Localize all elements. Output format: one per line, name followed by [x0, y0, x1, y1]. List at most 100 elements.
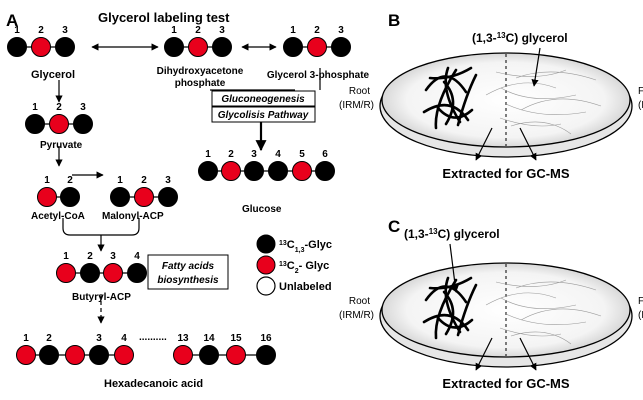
glycerol-atom [31, 37, 51, 57]
panel-letter-c: C [388, 217, 400, 236]
hexadecanoic-atom-number: 2 [46, 333, 52, 344]
panel-letter-a: A [6, 11, 18, 30]
acetyl-coa-atom [60, 187, 80, 207]
root-compartment-label: (IRM/R) [339, 310, 374, 321]
dhap-label-line2: phosphate [175, 78, 226, 89]
extraction-arrow-fungal [519, 337, 537, 371]
glucose-atom [221, 161, 241, 181]
glycerol-addition-arrow [449, 243, 459, 293]
glycerol-addition-label: (1,3-13C) glycerol [472, 31, 568, 46]
glucose-atom [244, 161, 264, 181]
butyryl-acp-label: Butyryl-ACP [72, 292, 131, 303]
fatty-acids-line2: biosynthesis [157, 275, 219, 286]
butyryl-acp-atom-number: 1 [63, 251, 69, 262]
gluconeogenesis-box [211, 90, 316, 107]
root-label: Root [349, 86, 370, 97]
fungal-hyphae [485, 279, 602, 345]
extracted-label: Extracted for GC-MS [442, 376, 569, 391]
acetyl-coa-atom-number: 2 [67, 175, 73, 186]
extraction-arrow-root [475, 337, 493, 371]
petri-dish-b: Root(IRM/R)Fungal(ERM)(1,3-13C) glycerol… [339, 31, 643, 182]
extracted-label: Extracted for GC-MS [442, 166, 569, 181]
g3p-atom-number: 2 [314, 25, 320, 36]
g3p-atom [283, 37, 303, 57]
glucose-atom-number: 5 [299, 149, 305, 160]
glycerol-chain: 1 2 3 [7, 25, 75, 57]
butyryl-acp-atom [103, 263, 123, 283]
malonyl-acp-atom-number: 3 [165, 175, 171, 186]
glycerol-atom-number: 2 [38, 25, 44, 36]
g3p-atom-number: 1 [290, 25, 296, 36]
pyruvate-atom-number: 1 [32, 102, 38, 113]
petri-dish-c: Root (IRM/R) Fungal (ERM) (1,3-13C) glycerol… [339, 227, 643, 392]
butyryl-acp-atom-number: 3 [110, 251, 116, 262]
dhap-atom [164, 37, 184, 57]
malonyl-acp-atom-number: 2 [141, 175, 147, 186]
glycerol-atom [55, 37, 75, 57]
dhap-label-line1: Dihydroxyacetone [157, 66, 244, 77]
glucose-atom-number: 4 [275, 149, 281, 160]
glycerol-atom [7, 37, 27, 57]
g3p-atom [331, 37, 351, 57]
glycerol-addition-label: (1,3-13C) glycerol [404, 227, 500, 242]
pyruvate-atom [25, 114, 45, 134]
glycerol-atom-number: 3 [62, 25, 68, 36]
hexadecanoic-atom [173, 345, 193, 365]
glycerol-atom-number: 1 [14, 25, 20, 36]
hexadecanoic-atom [226, 345, 246, 365]
panel-letter-b: B [388, 11, 400, 30]
hexadecanoic-atom [114, 345, 134, 365]
hexadecanoic-atom-number: 1 [23, 333, 29, 344]
glycerol-label: Glycerol [31, 69, 75, 81]
pyruvate-atom [73, 114, 93, 134]
legend-c13-swatch [256, 234, 276, 254]
legend-c13-label: 13C1,3-Glyc [279, 239, 332, 254]
root-label: Root [349, 296, 370, 307]
pyruvate-atom-number: 3 [80, 102, 86, 113]
fungal-label: Fungal [638, 296, 643, 307]
acetyl-coa-atom [37, 187, 57, 207]
fungal-hyphae [485, 69, 602, 135]
glycolysis-label: Glycolisis Pathway [218, 110, 309, 121]
glucose-atom [268, 161, 288, 181]
fungal-compartment-label: (ERM) [638, 100, 643, 111]
hexadecanoic-atom-number: 3 [96, 333, 102, 344]
hexadecanoic-atom [39, 345, 59, 365]
g3p-label: Glycerol 3-phosphate [267, 70, 370, 81]
glucose-atom-number: 1 [205, 149, 211, 160]
hexadecanoic-atom-number: 14 [203, 333, 215, 344]
dhap-atom [188, 37, 208, 57]
hexadecanoic-atom [16, 345, 36, 365]
diagram-title: Glycerol labeling test [98, 10, 230, 25]
root-compartment-label: (IRM/R) [339, 100, 374, 111]
dhap-atom-number: 3 [219, 25, 225, 36]
hexadecanoic-atom-number: 13 [177, 333, 189, 344]
hexadecanoic-atom [256, 345, 276, 365]
legend-unlabeled-swatch [256, 276, 276, 296]
g3p-chain: 1 2 3 [283, 25, 351, 57]
fatty-acids-box [147, 254, 229, 290]
glucose-atom [292, 161, 312, 181]
glucose-atom [315, 161, 335, 181]
gluconeogenesis-label: Gluconeogenesis [221, 94, 305, 105]
dhap-atom-number: 1 [171, 25, 177, 36]
fungal-compartment-label: (ERM) [638, 310, 643, 321]
hexadecanoic-ellipsis: .......... [139, 332, 167, 343]
g3p-atom [307, 37, 327, 57]
pyruvate-label: Pyruvate [40, 140, 83, 151]
hexadecanoic-atom-number: 16 [260, 333, 272, 344]
g3p-atom-number: 3 [338, 25, 344, 36]
hexadecanoic-atom [89, 345, 109, 365]
legend: 13C1,3-Glyc 13C2- Glyc Unlabeled [256, 234, 332, 296]
legend-c2-swatch [256, 255, 276, 275]
acetyl-coa-label: Acetyl-CoA [31, 211, 85, 222]
glucose-atom [198, 161, 218, 181]
